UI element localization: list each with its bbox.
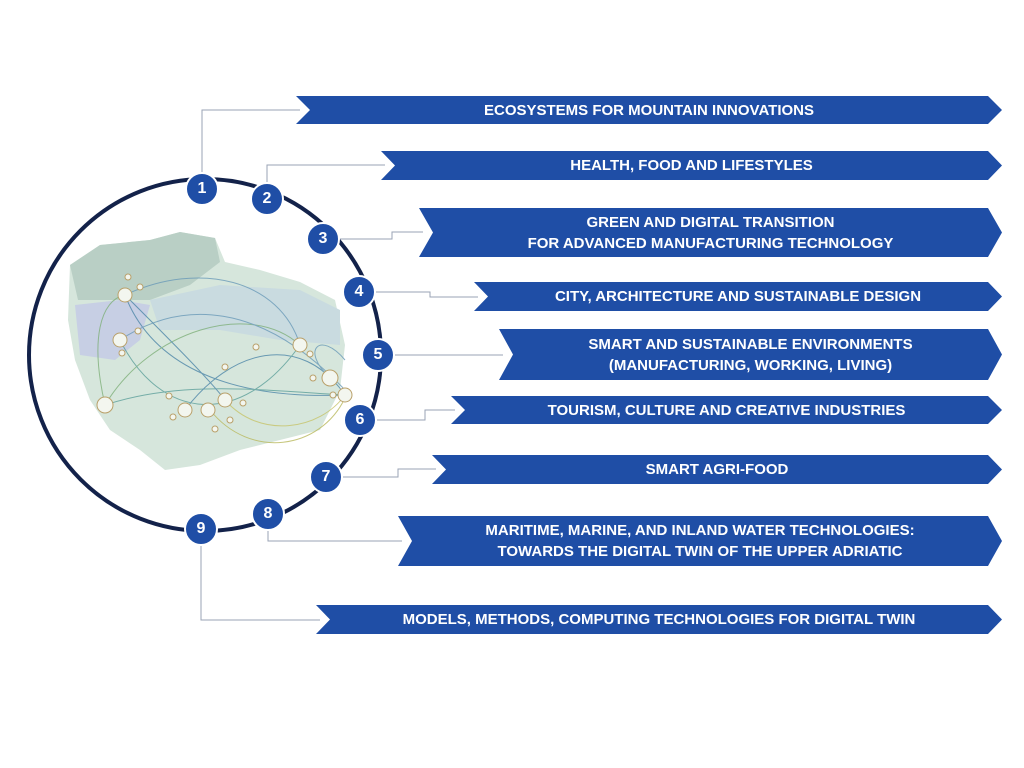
- banner-text-line: MODELS, METHODS, COMPUTING TECHNOLOGIES …: [402, 611, 916, 628]
- topic-banner-8: MARITIME, MARINE, AND INLAND WATER TECHN…: [398, 516, 1002, 566]
- number-marker-8: 8: [251, 497, 285, 531]
- banner-text-line: CITY, ARCHITECTURE AND SUSTAINABLE DESIG…: [554, 288, 922, 305]
- banner-text-line: SMART AGRI-FOOD: [645, 461, 789, 478]
- banner-text-line: ECOSYSTEMS FOR MOUNTAIN INNOVATIONS: [483, 101, 814, 119]
- topic-banner-6: TOURISM, CULTURE AND CREATIVE INDUSTRIES: [451, 396, 1002, 424]
- topic-banner-3: GREEN AND DIGITAL TRANSITION FOR ADVANCED…: [419, 208, 1002, 257]
- banner-text-line: TOWARDS THE DIGITAL TWIN OF THE UPPER AD…: [497, 543, 903, 560]
- number-marker-6: 6: [343, 403, 377, 437]
- topic-banner-4: CITY, ARCHITECTURE AND SUSTAINABLE DESIG…: [474, 282, 1002, 311]
- region-map: [68, 232, 353, 470]
- number-marker-4: 4: [342, 275, 376, 309]
- number-marker-1: 1: [185, 172, 219, 206]
- banner-text-line: TOURISM, CULTURE AND CREATIVE INDUSTRIES: [547, 401, 906, 419]
- banner-text-line: (MANUFACTURING, WORKING, LIVING): [608, 356, 893, 374]
- banner-text-line: SMART AND SUSTAINABLE ENVIRONMENTS: [588, 335, 913, 353]
- topic-banner-7: SMART AGRI-FOOD: [432, 455, 1002, 484]
- connector-lines: [200, 109, 503, 621]
- banner-text-line: GREEN AND DIGITAL TRANSITION: [586, 213, 835, 231]
- topic-banner-2: HEALTH, FOOD AND LIFESTYLES: [381, 151, 1002, 180]
- number-marker-7: 7: [309, 460, 343, 494]
- topic-banner-1: ECOSYSTEMS FOR MOUNTAIN INNOVATIONS: [296, 96, 1002, 124]
- number-marker-2: 2: [250, 182, 284, 216]
- number-marker-3: 3: [306, 222, 340, 256]
- banner-text-line: FOR ADVANCED MANUFACTURING TECHNOLOGY: [527, 234, 894, 252]
- topic-banner-9: MODELS, METHODS, COMPUTING TECHNOLOGIES …: [316, 605, 1002, 634]
- banner-text-line: MARITIME, MARINE, AND INLAND WATER TECHN…: [485, 522, 915, 539]
- number-marker-9: 9: [184, 512, 218, 546]
- number-marker-5: 5: [361, 338, 395, 372]
- topic-banner-5: SMART AND SUSTAINABLE ENVIRONMENTS (MANUF…: [499, 329, 1002, 380]
- banner-text-line: HEALTH, FOOD AND LIFESTYLES: [570, 157, 813, 174]
